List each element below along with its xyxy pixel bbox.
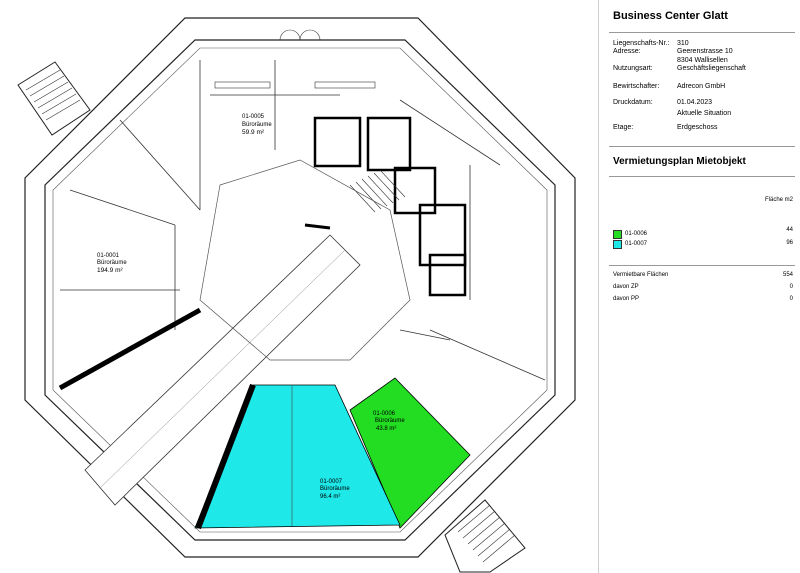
room-label-01-0006-id: 01-0006 [373,411,396,417]
total-label: davon ZP [613,284,639,290]
info-label: Bewirtschafter: [613,83,660,90]
total-label: Vermietbare Flächen [613,272,669,278]
info-value: Erdgeschoss [677,124,718,131]
total-value: 0 [789,296,793,302]
info-value: Geerenstrasse 10 [677,48,733,55]
legend-swatch-01-0007 [613,240,622,249]
wall-thick-w [58,307,202,391]
info-label: Druckdatum: [613,99,653,106]
room-label-01-0005-name: Büroräume [242,122,272,128]
core-stairs [349,169,406,213]
partitions [60,60,546,381]
room-label-01-0007-name: Büroräume [320,486,350,492]
room-label-01-0006-name: Büroräume [375,418,405,424]
info-label: Etage: [613,124,634,131]
legend-area: 44 [786,227,793,233]
info-value: 310 [677,40,689,47]
info-panel: Business Center Glatt Liegenschafts-Nr.:… [598,0,800,573]
wall-thick-room [195,383,256,530]
stairs-nw [25,69,81,121]
outer-wall [24,17,576,558]
section-divider [609,146,795,147]
room-label-01-0006-area: 43.8 m² [376,426,396,432]
total-value: 554 [782,272,793,278]
totals-divider [609,265,795,266]
room-label-01-0007-id: 01-0007 [320,479,343,485]
wall-thick-c [304,223,331,230]
room-label-01-0005-area: 59.9 m² [242,129,265,136]
room-labels: 01-0005 Büroräume 59.9 m² 01-0001 Bürorä… [97,114,405,500]
info-value: Geschäftsliegenschaft [677,65,746,72]
legend-title: Vermietungsplan Mietobjekt [613,156,746,167]
floor-plan: 01-0005 Büroräume 59.9 m² 01-0001 Bürorä… [17,17,576,573]
info-value: 01.04.2023 [677,99,713,106]
info-label: Liegenschafts-Nr.: [613,40,670,47]
stair-tower-se [444,499,526,573]
top-windows [214,29,376,89]
legend-id: 01-0007 [625,241,648,247]
room-label-01-0001-id: 01-0001 [97,253,120,259]
info-label: Adresse: [613,48,641,55]
core [313,116,467,297]
total-value: 0 [789,284,793,290]
stairs-se [457,504,516,563]
room-label-01-0001-name: Büroräume [97,260,127,266]
legend-id: 01-0006 [625,231,648,237]
building-title: Business Center Glatt [613,10,728,22]
room-label-01-0005-id: 01-0005 [242,114,265,120]
inner-wall-offset [52,47,548,533]
info-value: Adrecon GmbH [677,83,726,90]
inner-wall [44,39,556,541]
total-label: davon PP [613,296,640,302]
legend-swatch-01-0006 [613,230,622,239]
info-label: Nutzungsart: [613,65,653,72]
room-label-01-0007-area: 96.4 m² [320,494,340,500]
info-value: 8304 Wallisellen [677,57,728,64]
info-value: Aktuelle Situation [677,110,732,117]
area-header: Fläche m2 [764,197,793,203]
legend-area: 96 [786,240,793,246]
central-hall [199,159,411,361]
legend-divider [609,176,795,177]
room-label-01-0001-area: 194.9 m² [97,267,123,274]
title-divider [609,32,795,33]
